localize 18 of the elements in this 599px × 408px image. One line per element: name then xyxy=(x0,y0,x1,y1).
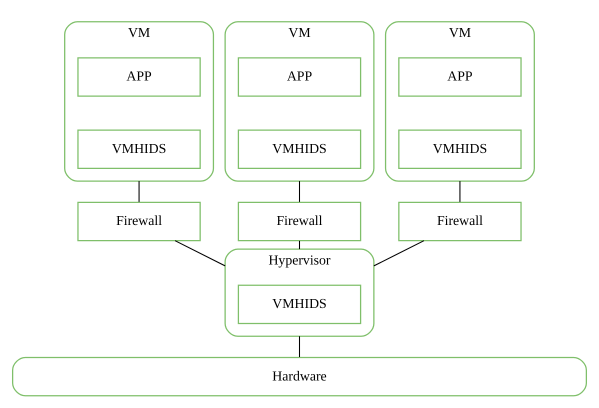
node-box: VMHIDS xyxy=(77,128,201,169)
connector xyxy=(174,240,226,266)
connector xyxy=(298,240,300,249)
connector xyxy=(374,240,424,266)
connector xyxy=(459,180,460,202)
connector xyxy=(298,180,300,202)
node-box: Firewall xyxy=(398,201,522,241)
connector xyxy=(298,336,300,357)
node-box: APP xyxy=(238,56,362,96)
node-box: VMHIDS xyxy=(238,128,362,169)
connector xyxy=(138,180,140,202)
node-box: VMHIDS xyxy=(398,128,522,169)
node-box: Hardware xyxy=(12,356,588,396)
node-box: Firewall xyxy=(238,201,362,241)
node-box: VMHIDS xyxy=(238,284,362,324)
node-box: Firewall xyxy=(77,201,201,241)
node-box: APP xyxy=(77,56,201,96)
node-box: APP xyxy=(398,56,522,96)
